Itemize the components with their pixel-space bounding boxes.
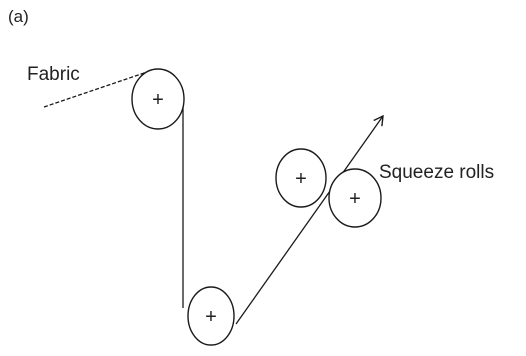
squeeze-roll-right: +: [328, 168, 382, 228]
panel-label: (a): [8, 7, 29, 26]
roller-bottom-plus: +: [205, 306, 217, 328]
guide-roller-bottom: +: [187, 286, 235, 346]
squeeze-roll-right-circle: [328, 168, 382, 228]
guide-roller-top: +: [131, 68, 185, 130]
roller-top-plus: +: [152, 89, 164, 111]
fabric-label: Fabric: [27, 64, 80, 85]
incoming-fabric-line: [43, 70, 151, 108]
roller-bottom-circle: [187, 286, 235, 346]
roller-top-circle: [131, 68, 185, 130]
squeeze-rolls-label: Squeeze rolls: [379, 162, 494, 183]
squeeze-roll-right-plus: +: [349, 188, 361, 210]
squeeze-roll-left-circle: [275, 148, 327, 208]
squeeze-roll-left-plus: +: [295, 168, 307, 190]
squeeze-roll-left: +: [275, 148, 327, 208]
fabric-exit-arrow: [235, 114, 384, 325]
